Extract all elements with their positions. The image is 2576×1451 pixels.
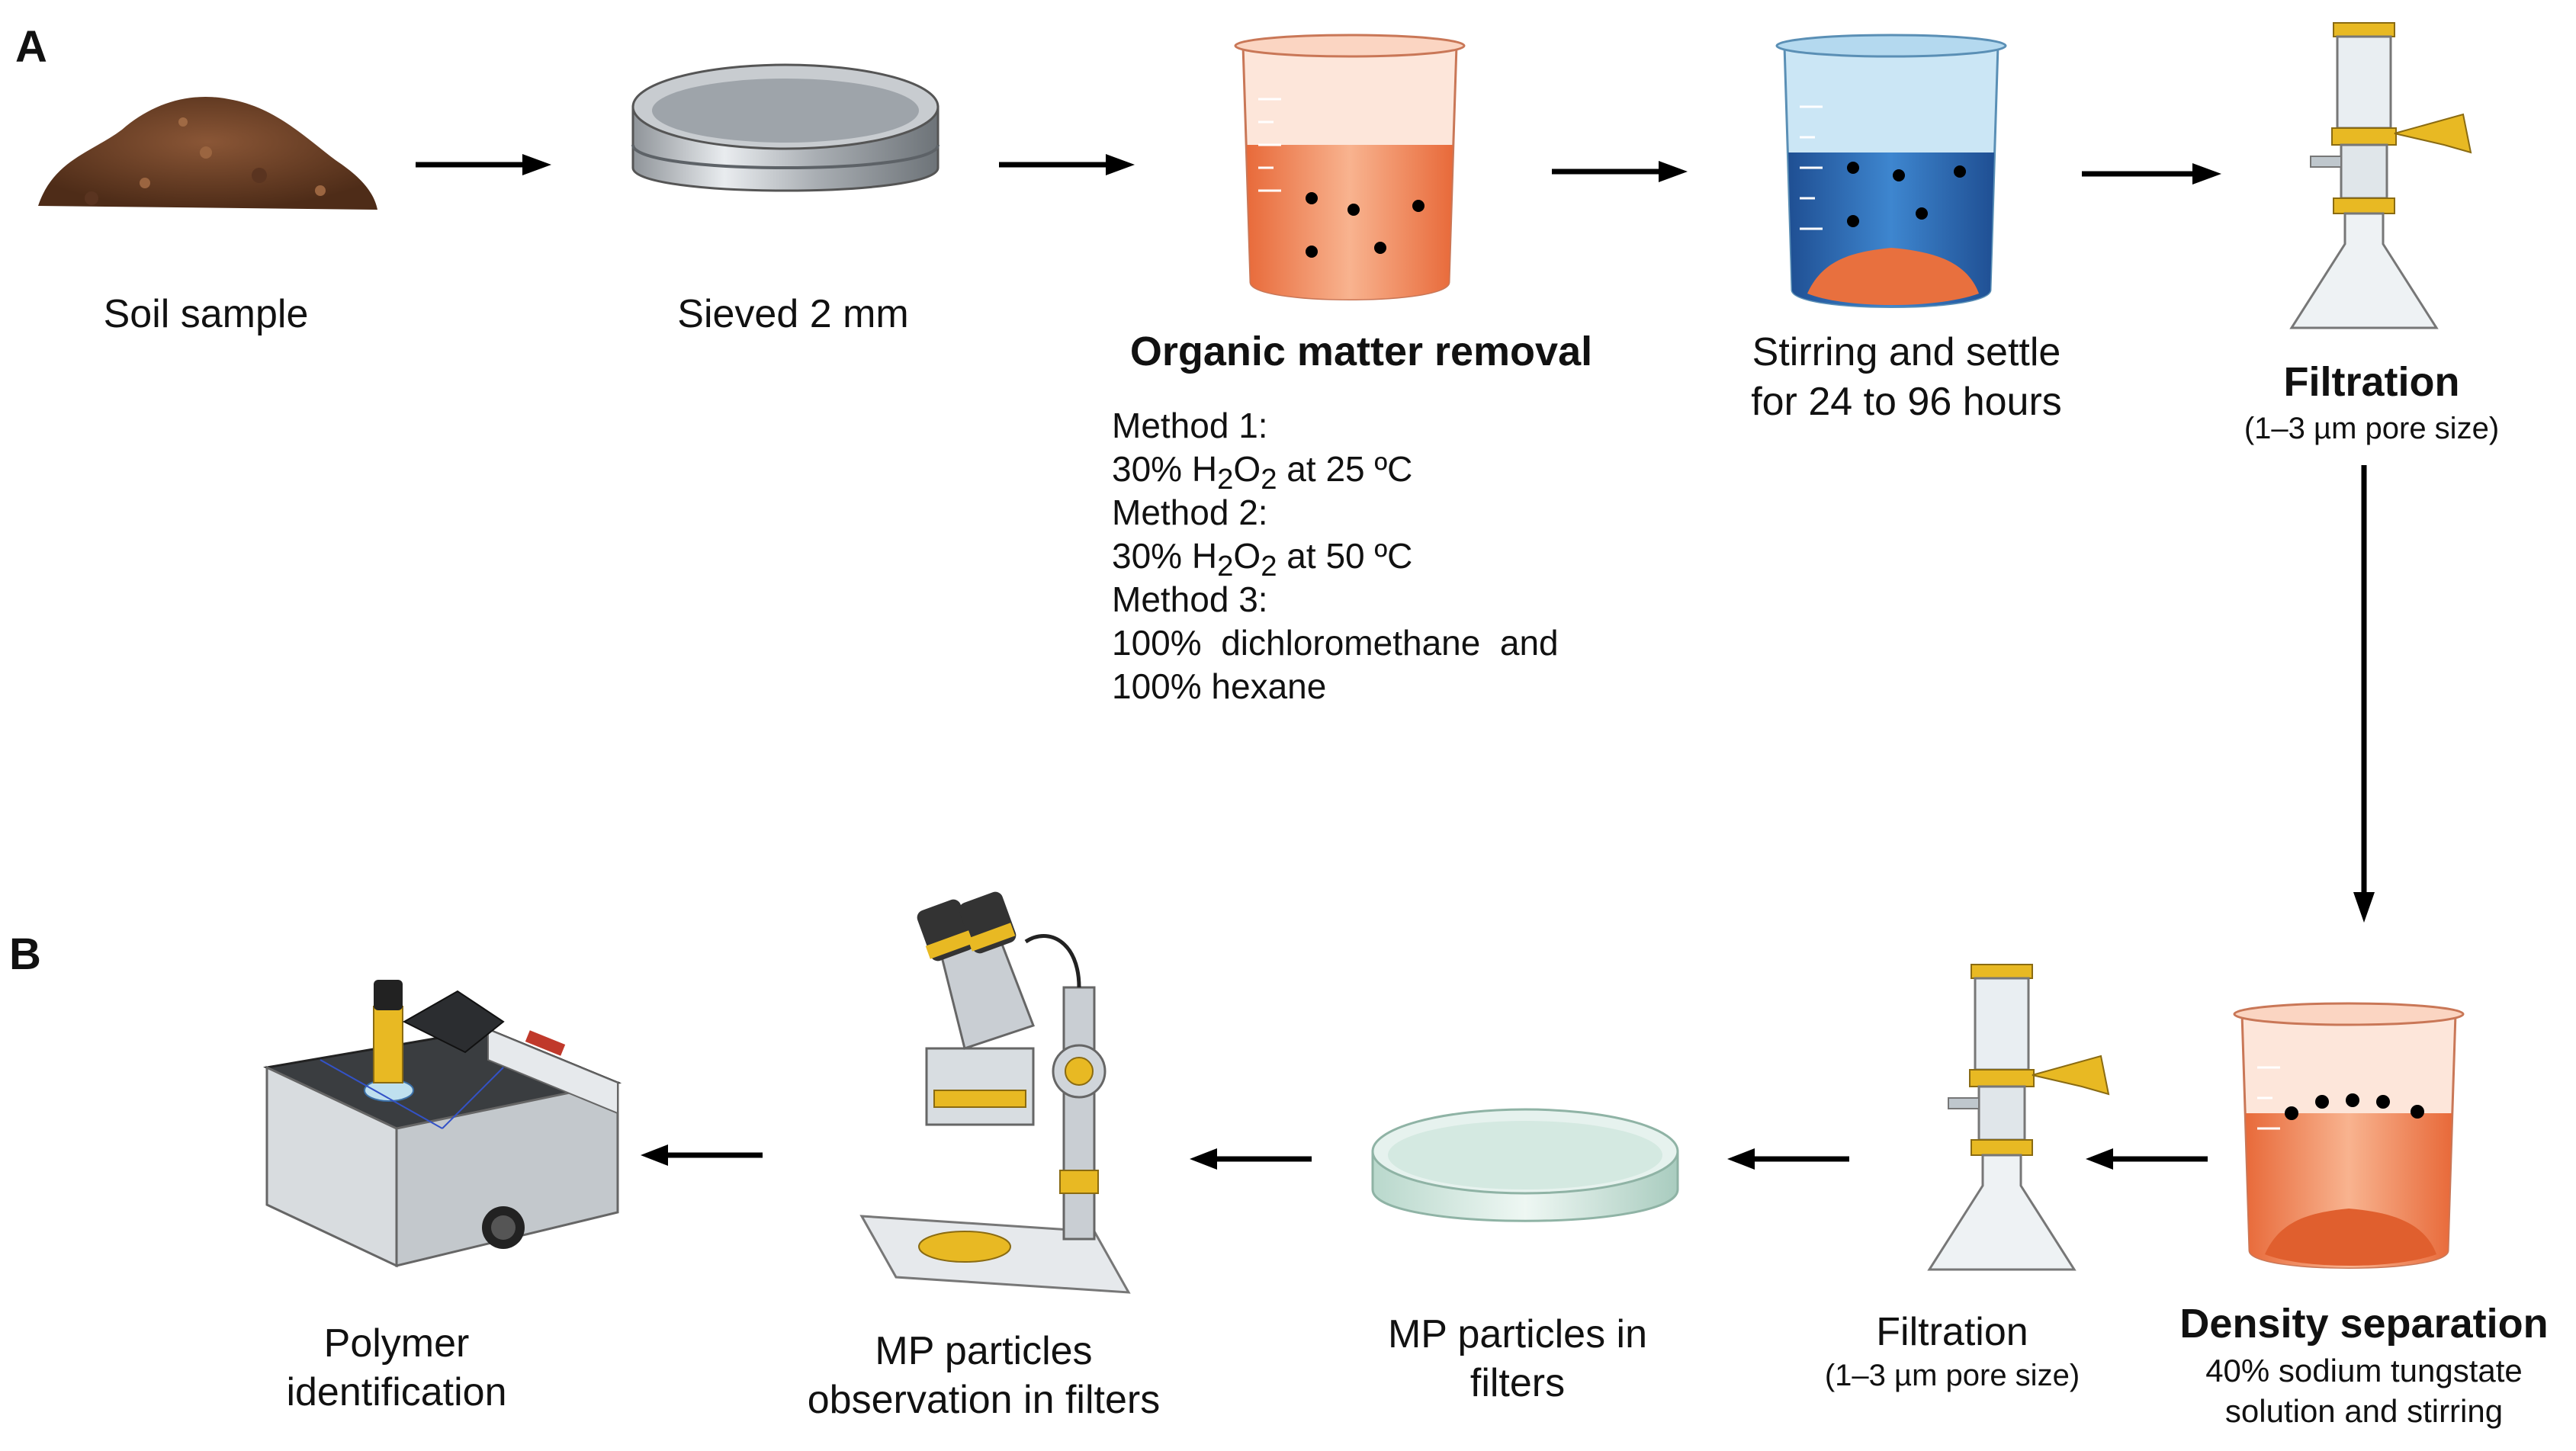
polymer-line-2: identification [286, 1370, 507, 1414]
arrow-right-2 [999, 154, 1135, 175]
organic-methods: Method 1: 30% H2O2 at 25 ºC Method 2: 30… [1112, 404, 1559, 708]
polymer-line-1: Polymer [323, 1321, 470, 1366]
density-line-2: solution and stirring [2224, 1393, 2504, 1429]
arrow-left-3 [1190, 1148, 1312, 1170]
method-1-detail: 30% H2O2 at 25 ºC [1112, 449, 1413, 496]
arrow-right-3 [1552, 161, 1688, 182]
soil-pile-icon [38, 96, 377, 210]
filters-line-2: filters [1469, 1361, 1566, 1405]
stereo-microscope-icon [859, 891, 1131, 1294]
method-3-label: Method 3: [1112, 579, 1268, 619]
filtration-apparatus-bottom-icon [1927, 964, 2110, 1271]
method-1-label: Method 1: [1112, 406, 1268, 445]
sieve-icon [631, 63, 940, 192]
stirring-label-line-2: for 24 to 96 hours [1751, 380, 2062, 424]
method-3-line-2: 100% hexane [1112, 666, 1327, 706]
method-2-label: Method 2: [1112, 493, 1268, 532]
method-2-detail: 30% H2O2 at 50 ºC [1112, 536, 1413, 583]
arrow-left-1 [2086, 1148, 2208, 1170]
observation-line-2: observation in filters [807, 1378, 1161, 1422]
arrow-left-4 [641, 1144, 763, 1166]
filtration-apparatus-top-icon [2289, 22, 2472, 329]
filters-line-1: MP particles in [1387, 1312, 1648, 1356]
spectrometer-icon [263, 980, 622, 1268]
organic-title: Organic matter removal [1129, 329, 1593, 374]
observation-line-1: MP particles [875, 1329, 1093, 1373]
filtration-bottom-subtitle: (1–3 µm pore size) [1824, 1359, 2080, 1392]
arrow-right-4 [2082, 163, 2221, 185]
soil-sample-label: Soil sample [103, 292, 309, 336]
organic-beaker-icon [1234, 34, 1466, 300]
filtration-top-title: Filtration [2283, 359, 2460, 405]
sieved-label: Sieved 2 mm [677, 292, 909, 336]
density-line-1: 40% sodium tungstate [2205, 1353, 2523, 1388]
arrow-down [2353, 465, 2375, 923]
filtration-bottom-title: Filtration [1876, 1310, 2028, 1354]
panel-label-b: B [9, 929, 41, 979]
petri-dish-icon [1371, 1108, 1679, 1222]
stirring-label-line-1: Stirring and settle [1752, 330, 2061, 374]
density-beaker-icon [2233, 1002, 2465, 1269]
density-title: Density separation [2179, 1301, 2549, 1347]
panel-label-a: A [15, 22, 47, 72]
method-3-line-1: 100% dichloromethane and [1112, 623, 1559, 663]
stirring-beaker-icon [1775, 34, 2007, 308]
filtration-top-subtitle: (1–3 µm pore size) [2244, 412, 2500, 445]
arrow-right-1 [416, 154, 551, 175]
arrow-left-2 [1727, 1148, 1849, 1170]
